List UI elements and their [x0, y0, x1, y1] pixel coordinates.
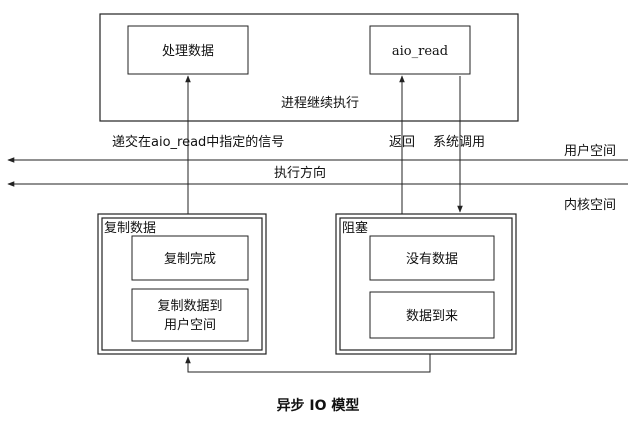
exec-direction-label: 执行方向	[274, 165, 326, 181]
kernel-space-label: 内核空间	[564, 197, 616, 213]
copy-to-user-line2: 用户空间	[164, 317, 216, 333]
continue-exec-label: 进程继续执行	[281, 96, 359, 111]
block-title: 阻塞	[342, 220, 368, 236]
block-box-inner-border	[339, 217, 513, 351]
copy-done-box	[131, 235, 249, 281]
copy-done-label: 复制完成	[164, 252, 216, 267]
data-arrives-label: 数据到来	[406, 309, 458, 324]
copy-data-box-inner-border	[101, 217, 263, 351]
copy-to-user-line1: 复制数据到	[157, 299, 222, 314]
data-arrives-box	[369, 291, 495, 339]
aio-read-label: aio_read	[392, 44, 448, 59]
no-data-box	[369, 235, 495, 281]
diagram-caption: 异步 IO 模型	[277, 397, 360, 414]
aio-read-box	[369, 25, 471, 75]
copy-data-title: 复制数据	[104, 221, 156, 236]
signal-label: 递交在aio_read中指定的信号	[112, 134, 284, 150]
process-data-label: 处理数据	[162, 44, 214, 59]
syscall-label: 系统调用	[433, 135, 485, 150]
user-space-label: 用户空间	[564, 143, 616, 159]
copy-to-user-box	[131, 288, 249, 342]
process-data-box	[127, 25, 249, 75]
no-data-label: 没有数据	[406, 252, 458, 267]
data-ready-connector	[185, 354, 431, 373]
